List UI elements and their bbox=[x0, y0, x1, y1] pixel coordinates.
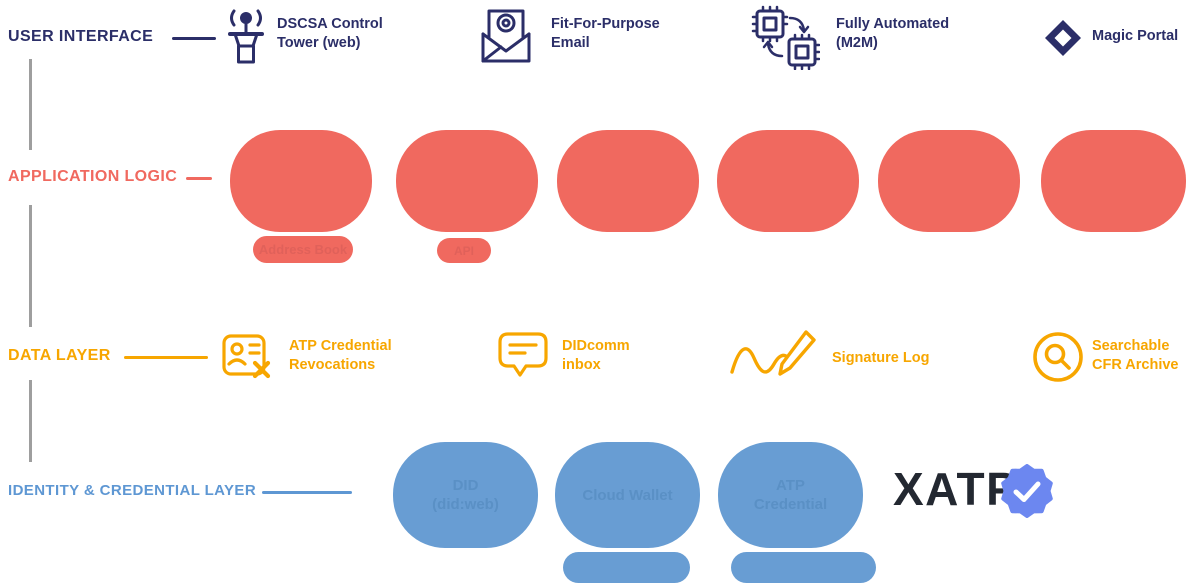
email-icon bbox=[477, 7, 535, 65]
layer-label-application-logic: APPLICATION LOGIC bbox=[8, 168, 178, 185]
identity-blob-label-line1: ATP bbox=[776, 477, 805, 494]
data-item-label-line1: Searchable bbox=[1092, 338, 1170, 354]
ui-item-label-line1: Fit-For-Purpose bbox=[551, 16, 660, 32]
m2m-icon bbox=[750, 4, 820, 70]
ui-item-label-line2: Tower (web) bbox=[277, 35, 361, 51]
layer-label-identity-credential: IDENTITY & CREDENTIAL LAYER bbox=[8, 482, 257, 499]
ui-item-label-line1: DSCSA Control bbox=[277, 16, 383, 32]
ui-item-label-line1: Fully Automated bbox=[836, 16, 950, 32]
application-logic-blob bbox=[230, 130, 372, 232]
verified-badge-icon bbox=[1000, 464, 1054, 518]
connector-line-data-layer bbox=[124, 356, 208, 359]
connector-line-identity-credential bbox=[262, 491, 352, 494]
didcomm-inbox-icon bbox=[498, 332, 548, 378]
vertical-connector-segment bbox=[29, 380, 32, 462]
credential-revocation-icon bbox=[222, 330, 274, 380]
xatp-wordmark: XATP bbox=[893, 463, 1019, 515]
application-logic-pill-api: API bbox=[437, 238, 491, 263]
identity-blob-atp-credential: ATP Credential bbox=[718, 442, 863, 548]
identity-blob-did: DID (did:web) bbox=[393, 442, 538, 548]
ui-item-label-line2: (M2M) bbox=[836, 35, 878, 51]
identity-blob-label-line2: (did:web) bbox=[432, 496, 499, 513]
data-item-searchable-cfr-archive: Searchable CFR Archive bbox=[1092, 337, 1178, 375]
magic-portal-icon bbox=[1045, 20, 1081, 56]
data-item-label-line2: inbox bbox=[562, 357, 601, 373]
connector-line-application-logic bbox=[186, 177, 212, 180]
control-tower-icon bbox=[222, 8, 270, 66]
vertical-connector-segment bbox=[29, 59, 32, 150]
identity-blob-label-line2: Credential bbox=[753, 496, 828, 513]
application-logic-blob bbox=[557, 130, 699, 232]
connector-line-user-interface bbox=[172, 37, 216, 40]
ui-item-fully-automated-m2m: Fully Automated (M2M) bbox=[836, 15, 949, 53]
data-item-label-line1: ATP Credential bbox=[289, 338, 392, 354]
identity-pill bbox=[563, 552, 690, 583]
application-logic-blob bbox=[396, 130, 538, 232]
application-logic-blob bbox=[1041, 130, 1186, 232]
layer-label-data-layer: DATA LAYER bbox=[8, 347, 111, 364]
identity-pill bbox=[731, 552, 876, 583]
ui-item-label-line2: Email bbox=[551, 35, 590, 51]
application-logic-blob bbox=[878, 130, 1020, 232]
data-item-didcomm-inbox: DIDcomm inbox bbox=[562, 337, 630, 375]
application-logic-pill-address-book: Address Book bbox=[253, 236, 353, 263]
data-item-label-line1: Signature Log bbox=[832, 350, 930, 366]
identity-blob-label-line1: DID bbox=[452, 477, 479, 494]
identity-blob-cloud-wallet: Cloud Wallet bbox=[555, 442, 700, 548]
data-item-signature-log: Signature Log bbox=[832, 349, 929, 368]
data-item-label-line2: Revocations bbox=[289, 357, 376, 373]
application-logic-blob bbox=[717, 130, 859, 232]
layer-label-user-interface: USER INTERFACE bbox=[8, 28, 154, 45]
signature-log-icon bbox=[728, 326, 818, 384]
ui-item-fit-for-purpose-email: Fit-For-Purpose Email bbox=[551, 15, 660, 53]
data-item-label-line2: CFR Archive bbox=[1092, 357, 1179, 373]
ui-item-label-line1: Magic Portal bbox=[1092, 28, 1179, 44]
identity-blob-label-line1: Cloud Wallet bbox=[582, 486, 673, 504]
vertical-connector-segment bbox=[29, 205, 32, 327]
ui-item-dscsa-control-tower: DSCSA Control Tower (web) bbox=[277, 15, 383, 53]
data-item-atp-credential-revocations: ATP Credential Revocations bbox=[289, 337, 392, 375]
search-archive-icon bbox=[1032, 331, 1084, 383]
data-item-label-line1: DIDcomm bbox=[562, 338, 630, 354]
ui-item-magic-portal: Magic Portal bbox=[1092, 27, 1178, 46]
